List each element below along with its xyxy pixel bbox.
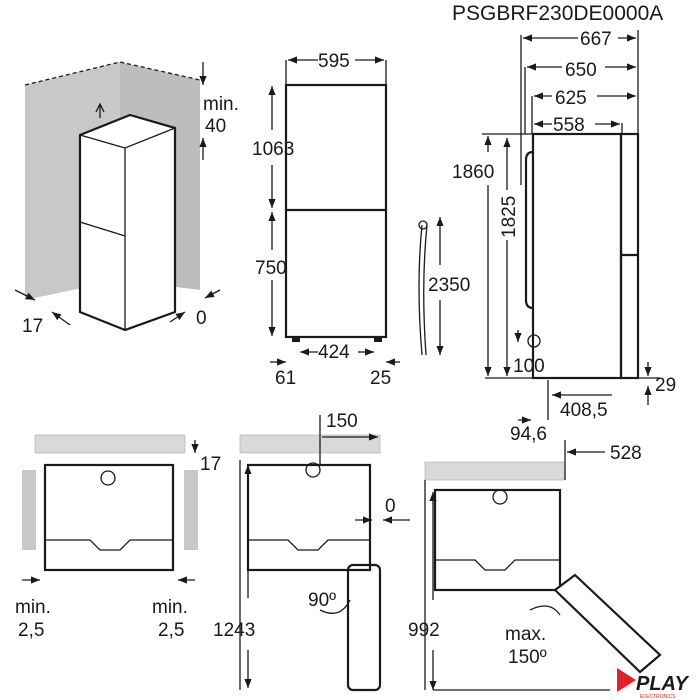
angle-label: max. — [505, 624, 546, 645]
top-view-90deg: 150 0 90º 1243 — [213, 411, 410, 692]
front-foot-offset-value: 94,6 — [510, 424, 547, 445]
depth-625-value: 625 — [555, 88, 587, 109]
top-gap-value: 17 — [200, 454, 221, 475]
min-label: min. — [203, 94, 239, 115]
front-width-value: 595 — [318, 51, 350, 72]
svg-text:PLAY: PLAY — [636, 673, 690, 695]
side-gap-value: 17 — [22, 316, 43, 337]
depth-650-value: 650 — [565, 60, 597, 81]
total-depth-value: 667 — [580, 29, 612, 50]
front-view: 595 1063 750 424 61 25 2350 — [252, 51, 470, 389]
right-min-label: min. — [152, 597, 188, 618]
total-height-value: 1860 — [452, 162, 494, 183]
upper-height-value: 1063 — [252, 139, 294, 160]
angle-value: 150º — [508, 647, 547, 668]
angle-value: 90º — [308, 590, 336, 611]
perspective-view: min. 40 17 0 — [14, 61, 239, 337]
side-gap-value: 0 — [385, 496, 396, 517]
cable-length-value: 2350 — [428, 275, 470, 296]
back-gap-value: 0 — [196, 308, 207, 329]
side-view: 667 650 625 558 1860 1825 100 29 408,5 9… — [452, 29, 676, 445]
svg-text:ELECTRONICS: ELECTRONICS — [640, 694, 676, 700]
foot-height-value: 29 — [655, 375, 676, 396]
left-min-value: 2,5 — [18, 620, 44, 641]
top-gap-value: 40 — [205, 116, 226, 137]
feet-span-value: 424 — [318, 342, 350, 363]
play-electronics-logo: PLAY ELECTRONICS — [617, 668, 690, 700]
feet-depth-value: 408,5 — [560, 400, 608, 421]
left-min-label: min. — [15, 597, 51, 618]
offset-value: 150 — [326, 411, 358, 432]
body-height-value: 1825 — [499, 196, 520, 238]
depth-value: 528 — [610, 443, 642, 464]
top-view-clearance: 17 min. 2,5 min. 2,5 — [15, 434, 221, 641]
lower-height-value: 750 — [255, 258, 287, 279]
plug-height-value: 100 — [513, 356, 545, 377]
right-min-value: 2,5 — [158, 620, 184, 641]
top-view-150deg: 528 992 max. 150º — [408, 440, 662, 691]
model-code: PSGBRF230DE0000A — [452, 2, 663, 25]
body-depth-value: 558 — [553, 115, 585, 136]
right-foot-value: 25 — [370, 368, 391, 389]
left-foot-value: 61 — [275, 368, 296, 389]
width-value: 992 — [408, 620, 440, 641]
width-value: 1243 — [213, 620, 255, 641]
